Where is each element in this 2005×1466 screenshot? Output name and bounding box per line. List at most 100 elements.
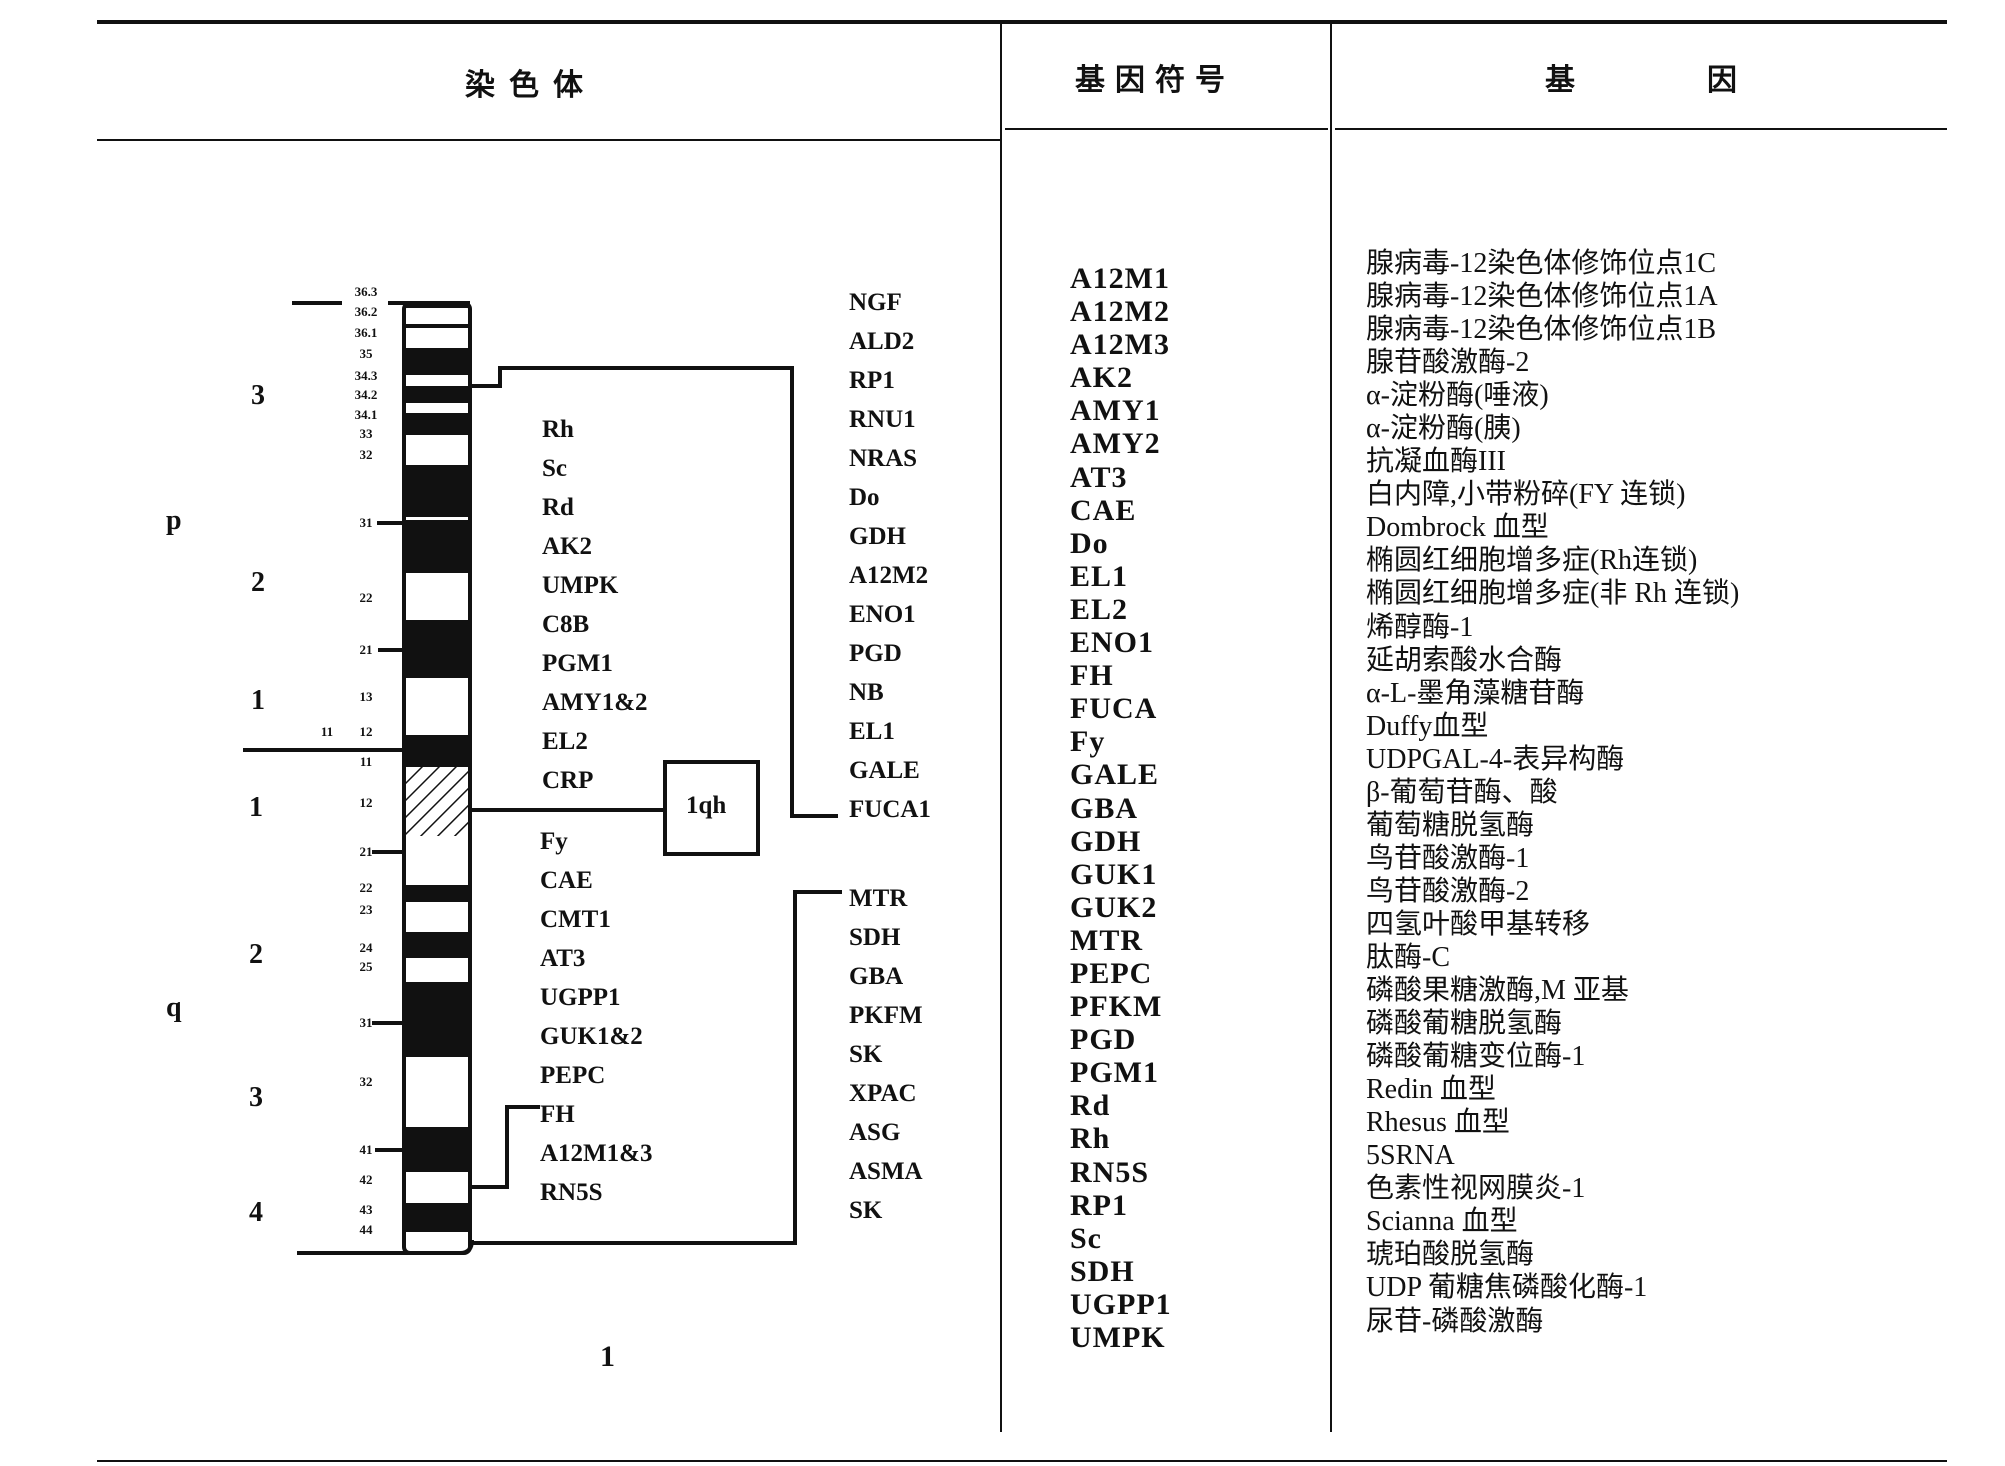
band-label: 22 <box>360 590 373 605</box>
band-label: 24 <box>360 940 374 955</box>
gene-map-item: GDH <box>849 523 906 550</box>
band-label: 31 <box>360 1015 373 1030</box>
gene-map-item: SDH <box>849 924 901 951</box>
band-label: 34.3 <box>355 368 378 383</box>
band-label: 31 <box>360 515 373 530</box>
column-divider-2 <box>1330 22 1332 1432</box>
gene-map-item: Rd <box>542 494 574 521</box>
heterochromatin-band <box>404 767 470 836</box>
gene-symbol: Rh <box>1070 1122 1111 1156</box>
gene-symbol: GDH <box>1070 824 1142 858</box>
gene-symbol: AMY1 <box>1070 394 1161 428</box>
gene-symbol: RP1 <box>1070 1188 1128 1222</box>
band-label: 11 <box>360 754 372 769</box>
gene-symbol: A12M1 <box>1070 262 1170 295</box>
gene-map-item: PGD <box>849 640 902 667</box>
gene-name: 腺病毒-12染色体修饰位点1C <box>1366 248 1717 279</box>
region-label: 2 <box>249 939 263 970</box>
dark-band <box>404 735 470 767</box>
dark-band <box>404 386 470 403</box>
band-label: 32 <box>360 447 373 462</box>
gene-symbol: GUK1 <box>1070 857 1158 891</box>
gene-map-item: FH <box>540 1101 575 1128</box>
gene-name: 5SRNA <box>1366 1140 1455 1172</box>
gene-name: α-L-墨角藻糖苷酶 <box>1366 677 1585 709</box>
gene-name: 肽酶-C <box>1366 941 1451 973</box>
light-band <box>404 1232 470 1253</box>
gene-map-item: SK <box>849 1197 883 1224</box>
gene-symbol: FH <box>1070 659 1114 693</box>
gene-name: Rhesus 血型 <box>1366 1107 1510 1139</box>
gene-name: 椭圆红细胞增多症(非 Rh 连锁) <box>1366 578 1740 610</box>
dark-band <box>404 413 470 435</box>
gene-map-item: EL1 <box>849 718 895 745</box>
gene-symbol: ENO1 <box>1070 626 1155 660</box>
gene-map-item: NRAS <box>849 445 918 472</box>
light-band <box>404 958 470 982</box>
gene-name: UDPGAL-4-表异构酶 <box>1366 743 1625 775</box>
gene-name: 磷酸葡糖脱氢酶 <box>1366 1008 1563 1040</box>
gene-name: Duffy血型 <box>1366 710 1489 742</box>
gene-map-item: Fy <box>540 828 568 855</box>
gene-symbol: A12M3 <box>1070 328 1170 362</box>
band-label: 35 <box>360 346 374 361</box>
gene-symbol: GALE <box>1070 758 1160 792</box>
band-label: 34.2 <box>355 387 378 402</box>
region-label: 3 <box>251 380 265 411</box>
light-band <box>404 573 470 620</box>
gene-map-item: AK2 <box>542 533 592 560</box>
band-labels: 36.336.236.13534.334.234.133323122211312… <box>249 284 378 1237</box>
gene-name: 烯醇酶-1 <box>1366 611 1474 643</box>
header-rule-middle <box>1005 128 1328 130</box>
gene-symbol: AT3 <box>1070 460 1128 494</box>
gene-map-item: A12M1&3 <box>540 1140 653 1167</box>
gene-map-item: CAE <box>540 867 593 894</box>
gene-map-item: ASMA <box>849 1158 923 1185</box>
gene-name: 白内障,小带粉碎(FY 连锁) <box>1366 479 1686 511</box>
gene-map-item: ENO1 <box>849 601 916 628</box>
gene-symbol: PGD <box>1070 1023 1137 1057</box>
dark-band <box>404 465 470 517</box>
bracket-lower <box>470 1105 540 1189</box>
light-band <box>404 517 470 520</box>
dark-band <box>404 1203 470 1232</box>
header-rule-left <box>97 139 1000 141</box>
gene-symbol: GUK2 <box>1070 890 1158 924</box>
bottom-rule <box>97 1460 1947 1462</box>
gene-name: 磷酸果糖激酶,M 亚基 <box>1366 975 1629 1007</box>
gene-name: 鸟苷酸激酶-2 <box>1366 875 1530 907</box>
centromere-box <box>663 760 760 856</box>
connector-lines <box>243 301 842 1255</box>
gene-map-item: SK <box>849 1041 883 1068</box>
gene-map-item: FUCA1 <box>849 796 931 823</box>
gene-map-item: GUK1&2 <box>540 1023 643 1050</box>
dark-band <box>404 303 470 308</box>
centromere-box-label: 1qh <box>686 792 727 819</box>
gene-symbol: GBA <box>1070 791 1139 825</box>
header-rule-right <box>1335 128 1947 130</box>
gene-map-item: PEPC <box>540 1062 606 1089</box>
dark-band <box>404 620 470 678</box>
band-label: 34.1 <box>355 407 378 422</box>
light-band <box>404 678 470 735</box>
band-label: 12 <box>360 795 373 810</box>
gene-name: 色素性视网膜炎-1 <box>1366 1173 1586 1205</box>
gene-map-item: UMPK <box>542 572 619 599</box>
band-label: 33 <box>360 426 374 441</box>
gene-name: 腺病毒-12染色体修饰位点1A <box>1366 281 1718 313</box>
band-label: 21 <box>360 642 373 657</box>
gene-symbol: Do <box>1070 526 1109 560</box>
gene-map-item: UGPP1 <box>540 984 621 1011</box>
gene-symbol: Fy <box>1070 725 1106 759</box>
gene-symbol: UGPP1 <box>1070 1287 1172 1321</box>
band-label: 23 <box>360 902 374 917</box>
band-label: 25 <box>360 959 374 974</box>
gene-map-item: RN5S <box>540 1179 603 1206</box>
gene-map-item: ALD2 <box>849 328 915 355</box>
gene-name: α-淀粉酶(唾液) <box>1366 380 1549 412</box>
